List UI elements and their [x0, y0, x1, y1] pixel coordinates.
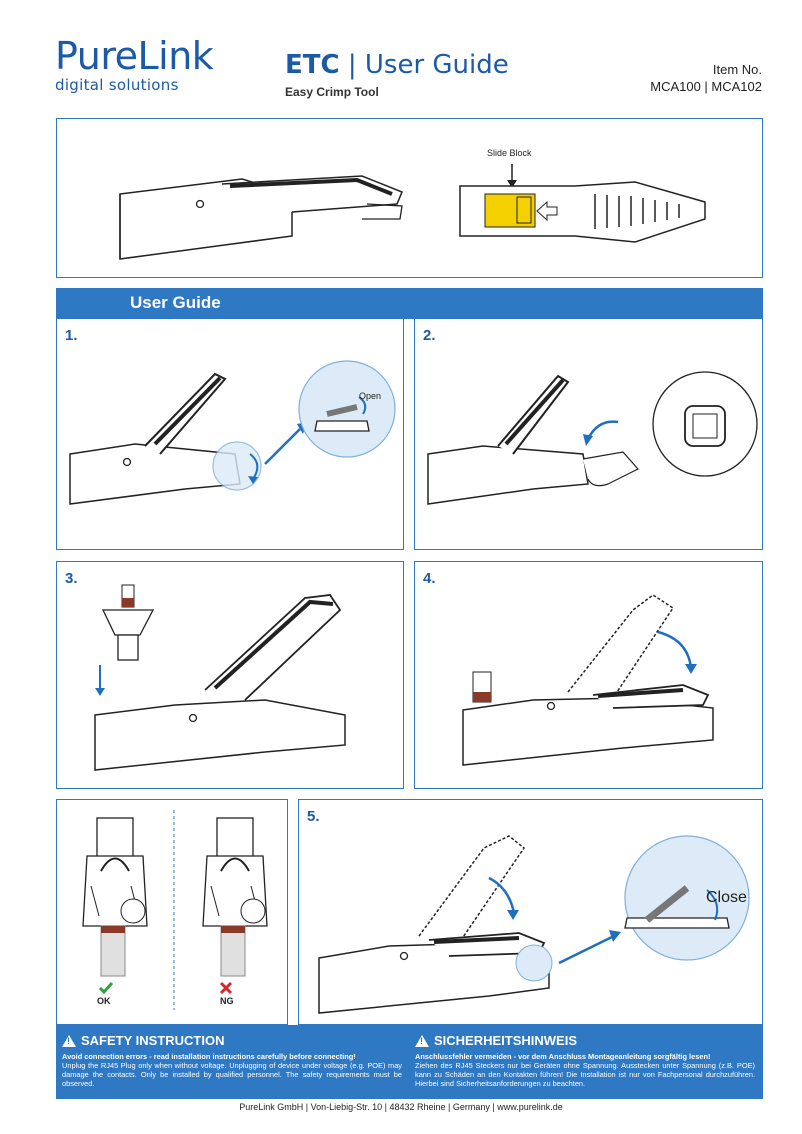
overview-panel: Slide Block — [56, 118, 763, 278]
safety-english: SAFETY INSTRUCTION Avoid connection erro… — [62, 1033, 402, 1088]
crimp-tool-top-illustration — [459, 164, 706, 243]
safety-heading-de: SICHERHEITSHINWEIS — [415, 1033, 755, 1048]
check-icon — [98, 982, 114, 995]
step-5-close-slide-illustration — [318, 835, 621, 1014]
open-callout-label: Open — [359, 391, 382, 401]
step-number: 3. — [65, 570, 78, 587]
safety-lead-en: Avoid connection errors - read installat… — [62, 1052, 356, 1061]
section-title: User Guide — [130, 293, 221, 312]
section-header-user-guide: User Guide — [56, 288, 763, 319]
step-2-panel: 2. — [414, 319, 763, 550]
step-4-press-handle-illustration — [462, 594, 714, 766]
title-product: ETC — [285, 50, 340, 80]
divider-dashed-line — [173, 810, 175, 1010]
safety-heading-en: SAFETY INSTRUCTION — [62, 1033, 402, 1048]
cross-icon — [219, 981, 233, 995]
brand-logo: PureLink digital solutions — [55, 34, 214, 94]
crimp-tool-side-illustration — [119, 175, 403, 260]
ok-label: OK — [97, 996, 111, 1006]
step-1-open-callout — [298, 360, 396, 458]
close-callout-label: Close — [706, 889, 747, 906]
step-2-slide-block-illustration — [427, 371, 758, 505]
step-3-panel: 3. — [56, 561, 404, 789]
step-number: 4. — [423, 570, 436, 587]
item-numbers: MCA100 | MCA102 — [650, 79, 762, 94]
step-1-panel: 1. Open — [56, 319, 404, 550]
step-4-panel: 4. — [414, 561, 763, 789]
safety-lead-de: Anschlussfehler vermeiden - vor dem Ansc… — [415, 1052, 711, 1061]
slide-block-label: Slide Block — [487, 148, 532, 158]
ng-label: NG — [220, 996, 234, 1006]
safety-german: SICHERHEITSHINWEIS Anschlussfehler verme… — [415, 1033, 755, 1088]
step-1-tool-open-illustration — [69, 372, 307, 505]
step-number: 5. — [307, 808, 320, 825]
brand-tagline: digital solutions — [55, 76, 179, 94]
step-3-insert-plug-illustration — [94, 584, 346, 771]
warning-icon — [62, 1034, 76, 1047]
plug-ok-illustration — [82, 817, 148, 977]
safety-instruction-box: SAFETY INSTRUCTION Avoid connection erro… — [56, 1025, 763, 1099]
step-5-close-callout — [624, 835, 750, 961]
footer-address: PureLink GmbH | Von-Liebig-Str. 10 | 484… — [239, 1102, 563, 1112]
warning-icon — [415, 1034, 429, 1047]
title-rest: | User Guide — [339, 50, 509, 80]
safety-heading-text: SAFETY INSTRUCTION — [81, 1033, 225, 1048]
safety-body-de: Ziehen des RJ45 Steckers nur bei Geräten… — [415, 1061, 755, 1088]
safety-body-en: Unplug the RJ45 Plug only when without v… — [62, 1061, 402, 1088]
plug-ng-illustration — [202, 817, 268, 977]
safety-heading-text: SICHERHEITSHINWEIS — [434, 1033, 578, 1048]
page-subtitle: Easy Crimp Tool — [285, 85, 379, 99]
step-5-panel: 5. Close — [298, 799, 763, 1025]
brand-name: PureLink — [55, 34, 214, 78]
item-number-label: Item No. — [712, 62, 762, 77]
page-title: ETC | User Guide — [285, 50, 509, 80]
step-number: 2. — [423, 327, 436, 344]
step-number: 1. — [65, 327, 78, 344]
plug-check-panel: OK NG — [56, 799, 288, 1025]
